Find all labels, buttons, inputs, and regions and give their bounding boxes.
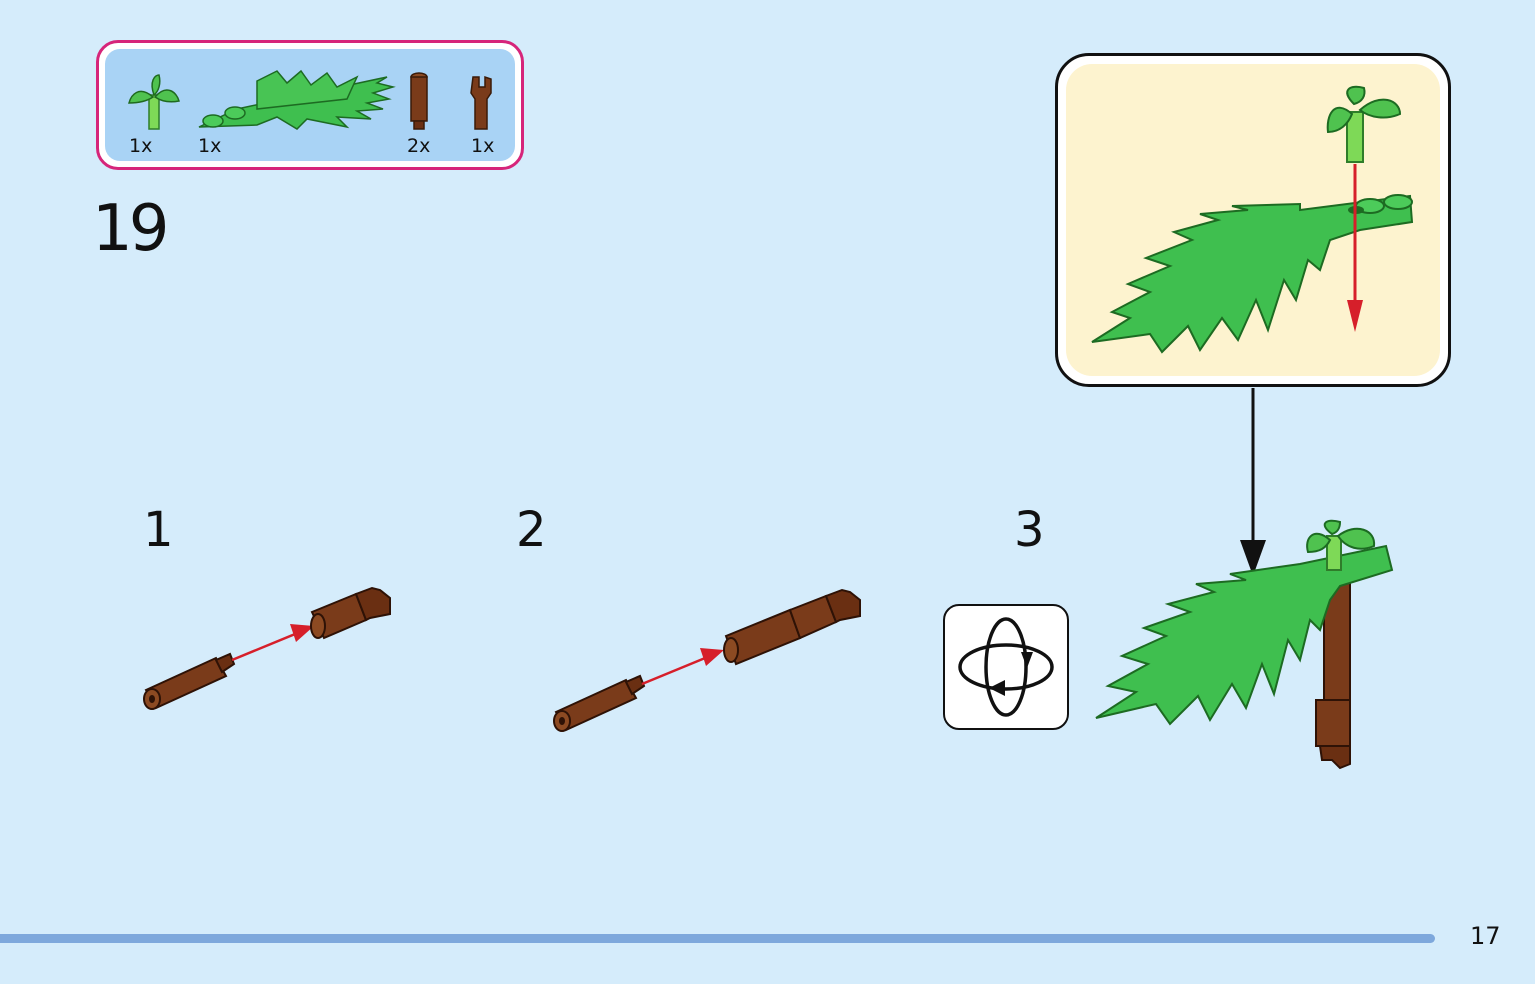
part-qty-round-brick: 2x xyxy=(407,135,431,157)
brown-clip-part-icon xyxy=(470,75,492,130)
footer-progress-bar xyxy=(0,934,1435,943)
step-number: 19 xyxy=(92,192,169,266)
detail-callout-inner xyxy=(1066,64,1440,376)
detail-callout xyxy=(1055,53,1451,387)
page-number: 17 xyxy=(1470,922,1501,950)
parts-list-panel: 1x 1x 2x 1x xyxy=(96,40,524,170)
substep-number-3: 3 xyxy=(1014,502,1045,558)
substep-1-illustration xyxy=(143,586,391,710)
substep-number-1: 1 xyxy=(143,502,174,558)
rotate-arrows-icon xyxy=(958,617,1054,717)
parts-list-inner: 1x 1x 2x 1x xyxy=(105,49,515,161)
brown-round-brick-part-icon xyxy=(410,72,428,130)
substep-3-illustration xyxy=(1095,519,1394,770)
part-qty-clip: 1x xyxy=(471,135,495,157)
substep-2-illustration xyxy=(553,588,861,732)
rotate-model-icon xyxy=(943,604,1069,730)
part-qty-sprout: 1x xyxy=(129,135,153,157)
substep-number-2: 2 xyxy=(516,502,547,558)
green-sprout-part-icon xyxy=(128,74,180,130)
part-qty-palm-leaf: 1x xyxy=(198,135,222,157)
palm-leaf-part-icon xyxy=(198,69,396,130)
callout-connector-arrow xyxy=(1240,388,1266,576)
